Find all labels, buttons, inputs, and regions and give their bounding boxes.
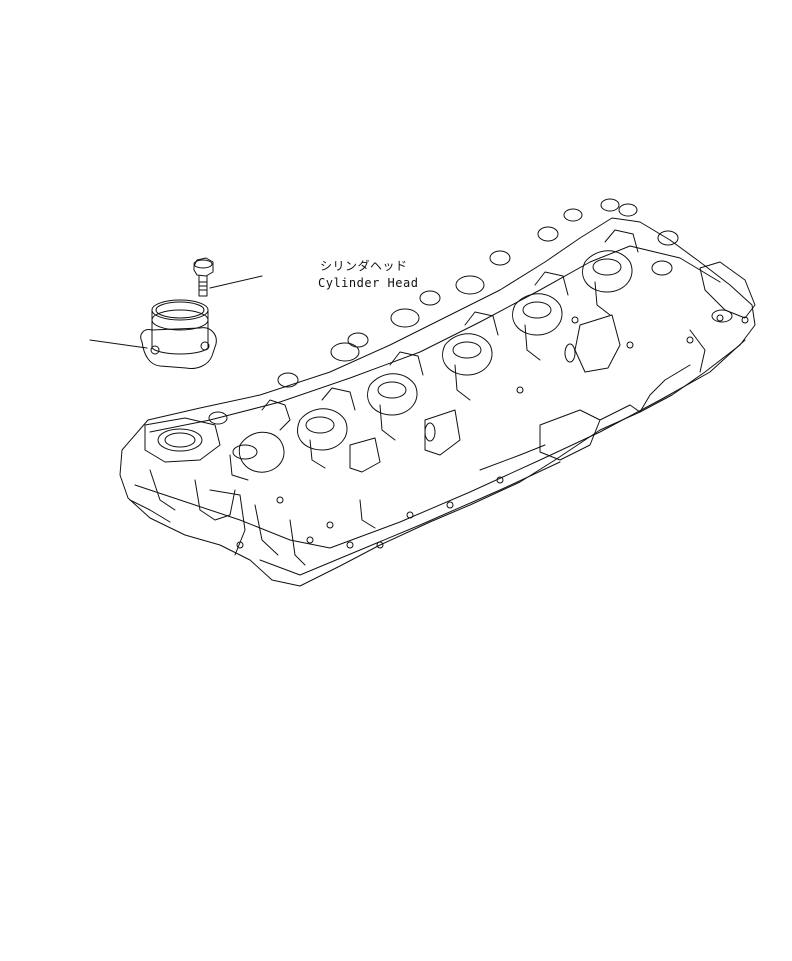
fastener-details [236, 314, 749, 566]
fitting-tube [151, 309, 209, 355]
side-edge [134, 339, 746, 549]
top-deck-edge [149, 245, 721, 433]
cylinder-head [119, 217, 756, 587]
water-outlet-fitting [140, 299, 217, 369]
label-part-jp: シリンダヘッド [320, 258, 408, 273]
bolt [193, 257, 214, 297]
valve-caps [208, 198, 679, 425]
leader-line-bolt [209, 275, 263, 289]
fitting-flange [140, 327, 217, 369]
leader-line-fitting [89, 339, 148, 349]
label-part-en: Cylinder Head [318, 276, 418, 290]
rocker-clusters [229, 229, 639, 481]
cylinder-head-outline [119, 217, 756, 587]
bolt-head [193, 257, 214, 277]
